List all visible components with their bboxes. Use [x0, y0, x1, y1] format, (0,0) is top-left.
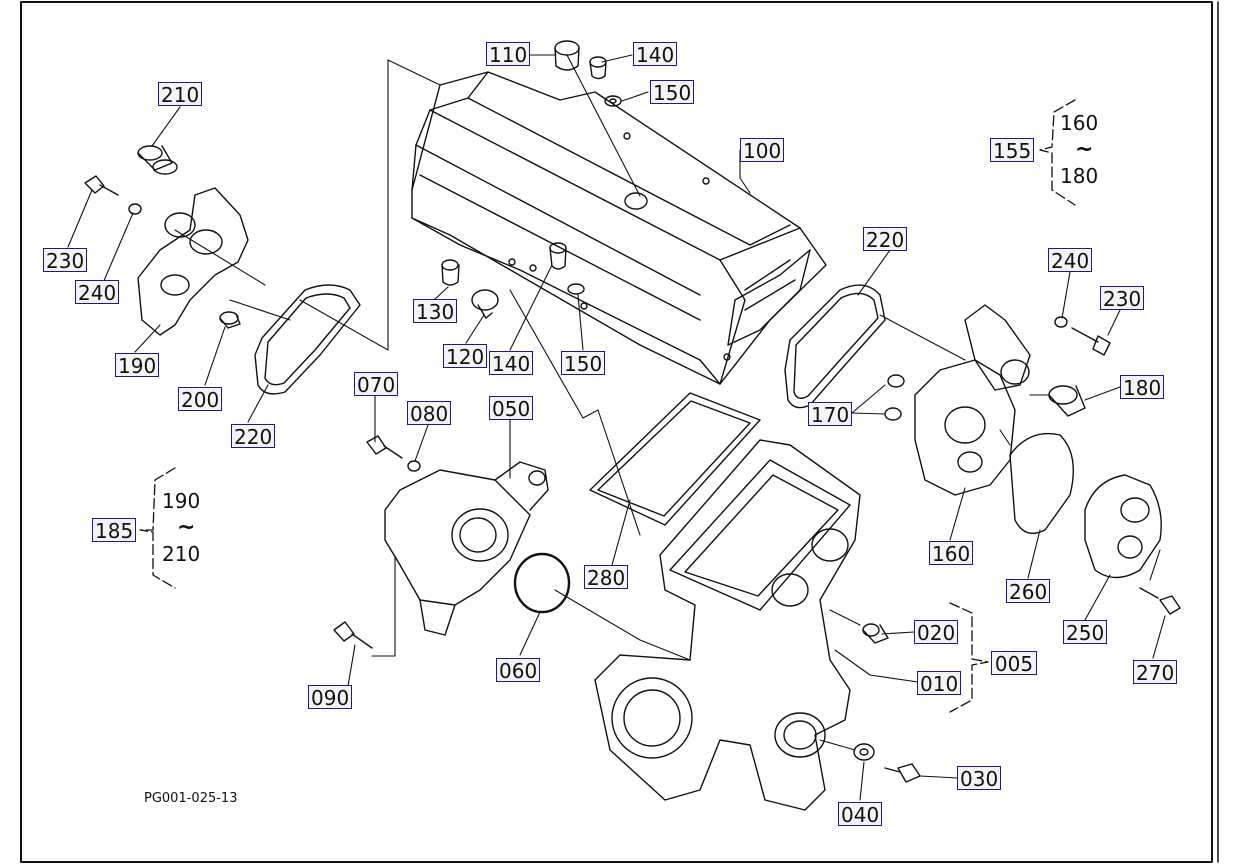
bolt-030	[884, 763, 921, 783]
washer-040	[853, 743, 875, 761]
top-cover-part	[411, 71, 827, 385]
callout-150-side: 150	[561, 351, 605, 376]
callout-080: 080	[407, 401, 451, 426]
callout-010: 010	[917, 671, 961, 696]
callout-040: 040	[838, 802, 882, 827]
frame-border	[20, 1, 1213, 863]
bushing-180	[1048, 385, 1086, 417]
callout-130: 130	[413, 299, 457, 324]
callout-250: 250	[1063, 620, 1107, 645]
callout-240-left: 240	[75, 280, 119, 305]
callout-110: 110	[486, 42, 530, 67]
leader-lines	[67, 54, 1166, 801]
callout-190: 190	[115, 353, 159, 378]
main-housing-010	[594, 439, 861, 811]
gasket-280	[589, 392, 761, 526]
callout-020: 020	[914, 620, 958, 645]
callout-180: 180	[1120, 375, 1164, 400]
washer-150-side	[567, 283, 585, 295]
right-housing-160	[914, 304, 1031, 496]
left-housing-050	[384, 461, 549, 636]
washer-080	[407, 460, 421, 472]
callout-170: 170	[808, 402, 852, 427]
callout-220-right: 220	[863, 227, 907, 252]
cover-250	[1084, 474, 1162, 579]
drawing-code: PG001-025-13	[144, 791, 238, 806]
bolt-090	[333, 621, 373, 649]
plug-120	[471, 289, 499, 319]
group-brackets	[139, 99, 1076, 713]
callout-230-left: 230	[43, 248, 87, 273]
gasket-260	[1009, 432, 1075, 534]
callout-240-right: 240	[1048, 248, 1092, 273]
washer-240-right	[1054, 316, 1068, 328]
callout-230-right: 230	[1100, 286, 1144, 311]
callout-050: 050	[489, 396, 533, 421]
callout-060: 060	[496, 658, 540, 683]
dowel-170	[884, 374, 905, 421]
washer-150-top	[604, 95, 622, 107]
callout-120: 120	[443, 344, 487, 369]
callout-030: 030	[957, 766, 1001, 791]
bolt-070	[366, 435, 403, 459]
bushing-200	[219, 311, 241, 329]
callout-280: 280	[584, 565, 628, 590]
group-185-sep: ~	[177, 515, 196, 540]
bushing-020	[862, 623, 889, 644]
callout-140-top: 140	[633, 42, 677, 67]
callout-005: 005	[991, 651, 1037, 676]
callout-220-left: 220	[231, 424, 275, 449]
callout-140-side: 140	[489, 351, 533, 376]
group-185-from: 190	[162, 489, 201, 513]
callout-185: 185	[92, 518, 136, 543]
callout-155: 155	[990, 138, 1034, 163]
gasket-220-right	[784, 284, 886, 409]
washer-240-left	[128, 203, 142, 215]
bolt-230-right	[1071, 327, 1111, 356]
callout-100: 100	[740, 138, 784, 163]
callout-270: 270	[1133, 660, 1177, 685]
group-155-from: 160	[1060, 111, 1099, 135]
callout-200: 200	[178, 387, 222, 412]
group-155-to: 180	[1060, 164, 1099, 188]
callout-070: 070	[354, 372, 398, 397]
callout-160: 160	[929, 541, 973, 566]
callout-090: 090	[308, 685, 352, 710]
gasket-220-left	[254, 284, 361, 395]
left-cover-190	[137, 187, 249, 336]
group-185-to: 210	[162, 542, 201, 566]
bushing-210	[137, 145, 178, 175]
callout-260: 260	[1006, 579, 1050, 604]
plug-140-top	[589, 56, 607, 80]
callout-150-top: 150	[650, 80, 694, 105]
group-155-sep: ~	[1075, 137, 1094, 162]
bolt-270	[1139, 587, 1181, 615]
callout-210: 210	[158, 82, 202, 107]
plug-130	[441, 259, 460, 286]
bolt-230-left	[84, 175, 119, 196]
o-ring-060	[513, 552, 571, 614]
